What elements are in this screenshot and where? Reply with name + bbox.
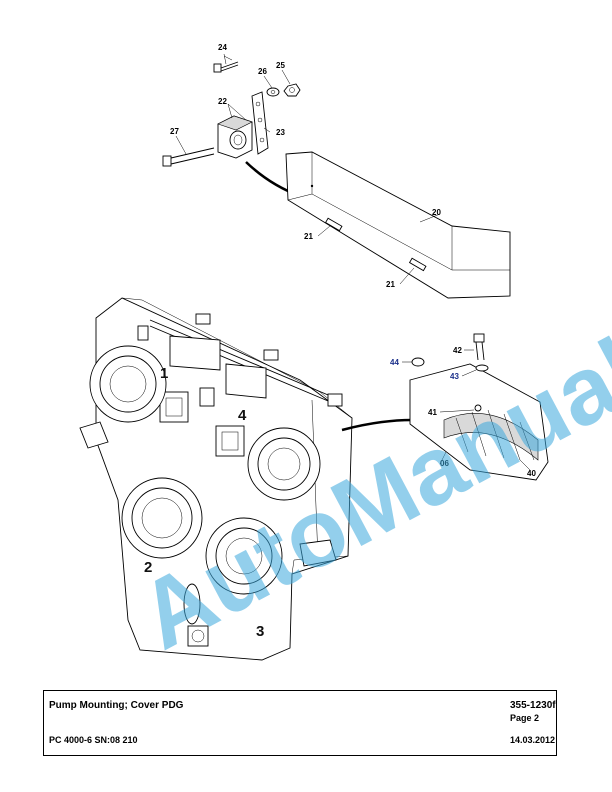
- callout-24: 24: [218, 43, 227, 52]
- bolt-24: [213, 55, 239, 73]
- callout-06: 06: [440, 459, 449, 468]
- parts-drawing: 1 4 2 3 24 26 25 22 23 27 20 21 21 42 44…: [79, 43, 612, 670]
- plate-23: [251, 91, 269, 155]
- page-number: Page 2: [510, 713, 540, 723]
- callout-44: 44: [390, 358, 399, 367]
- washer-26: [266, 87, 280, 97]
- callout-43: 43: [450, 372, 459, 381]
- callout-21-upper: 21: [304, 232, 313, 241]
- housing-number-4: 4: [238, 407, 247, 424]
- callout-27: 27: [170, 127, 179, 136]
- drawing-title: Pump Mounting; Cover PDG: [49, 700, 184, 711]
- washer-43: [475, 364, 489, 372]
- model-serial: PC 4000-6 SN:08 210: [49, 735, 138, 745]
- callout-41: 41: [428, 408, 437, 417]
- housing-number-2: 2: [144, 559, 152, 576]
- housing-number-3: 3: [256, 623, 264, 640]
- pump-flange-4: [247, 427, 321, 501]
- callout-42: 42: [453, 346, 462, 355]
- pump-flange-3: [205, 517, 283, 595]
- document-number: 355-1230f: [510, 700, 556, 711]
- pump-flange-1: [89, 345, 167, 423]
- callout-21-lower: 21: [386, 280, 395, 289]
- issue-date: 14.03.2012: [510, 735, 556, 745]
- clamp-block-22: [217, 115, 253, 159]
- bolt-42: [473, 333, 485, 361]
- bolt-27: [162, 135, 215, 167]
- callout-40: 40: [527, 469, 536, 478]
- pump-flange-2: [121, 477, 203, 559]
- callout-20: 20: [432, 208, 441, 217]
- nut-44: [411, 357, 425, 367]
- callout-23: 23: [276, 128, 285, 137]
- cover-20: [285, 151, 511, 299]
- callout-26: 26: [258, 67, 267, 76]
- callout-25: 25: [276, 61, 285, 70]
- housing-number-1: 1: [160, 365, 168, 382]
- title-block: Pump Mounting; Cover PDG 355-1230f Page …: [43, 690, 557, 756]
- callout-22: 22: [218, 97, 227, 106]
- nut-25: [283, 83, 301, 97]
